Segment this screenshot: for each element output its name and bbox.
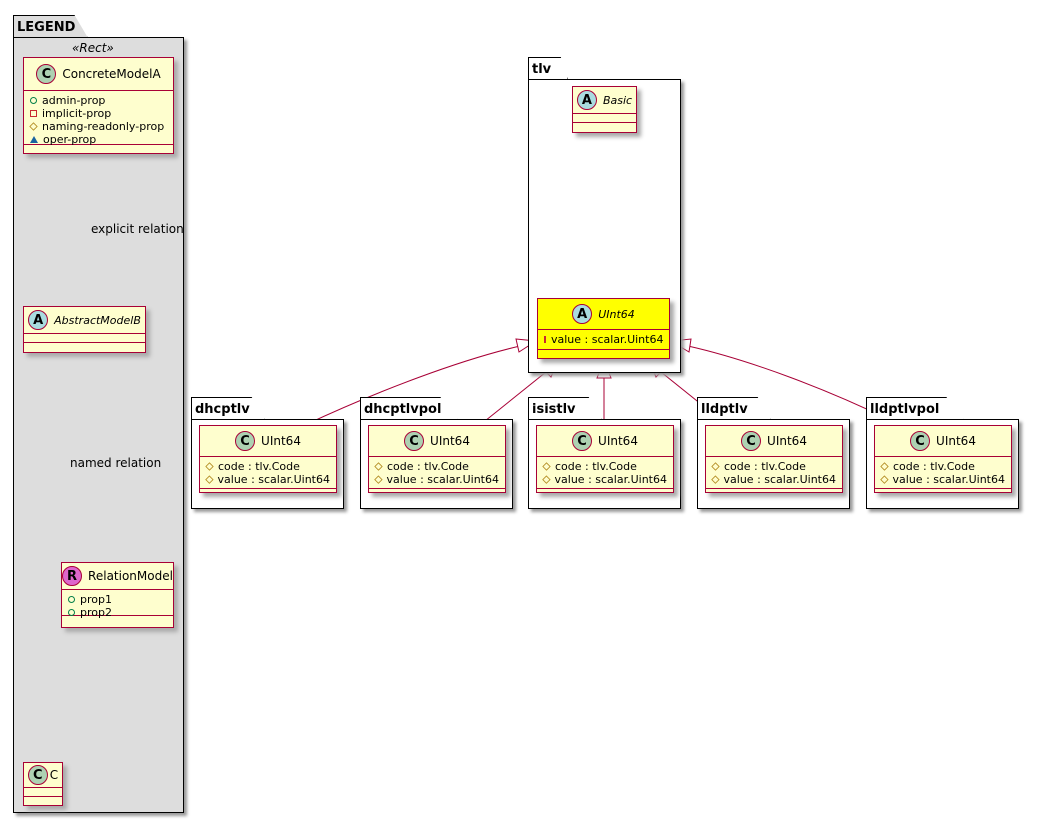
attribute-text: prop1 — [80, 593, 112, 606]
attribute-text: value : scalar.Uint64 — [551, 333, 664, 346]
attribute-text: admin-prop — [42, 94, 106, 107]
attribute-row: code : tlv.Code — [711, 460, 836, 473]
class-name: Basic — [602, 93, 633, 107]
class-icon: C — [910, 431, 931, 451]
class-name: UInt64 — [598, 434, 638, 448]
tlv-package-tab: tlv — [528, 57, 568, 80]
attribute-text: value : scalar.Uint64 — [386, 473, 499, 486]
class-name: UInt64 — [767, 434, 807, 448]
private-visibility-icon — [30, 110, 37, 117]
attribute-text: value : scalar.Uint64 — [892, 473, 1005, 486]
attribute-row: value : scalar.Uint64 — [711, 473, 836, 486]
class-icon: C — [572, 431, 593, 451]
attribute-row: implicit-prop — [30, 107, 167, 120]
attribute-text: code : tlv.Code — [724, 460, 806, 473]
subpackage-tab: lldptlvpol — [866, 397, 964, 420]
class-uint64[interactable]: C UInt64 code : tlv.Code value : scalar.U… — [874, 425, 1012, 493]
class-icon: C — [36, 64, 57, 84]
public-visibility-icon — [68, 609, 75, 616]
explicit-relation-label: explicit relation — [91, 222, 184, 236]
attribute-row: value : scalar.Uint64 — [542, 473, 667, 486]
protected-visibility-icon — [374, 462, 383, 471]
attribute-row: code : tlv.Code — [205, 460, 330, 473]
class-icon: C — [741, 431, 762, 451]
private-visibility-icon — [544, 336, 546, 343]
attribute-row: prop2 — [68, 606, 167, 619]
attribute-row: value : scalar.Uint64 — [880, 473, 1005, 486]
legend-package-body — [13, 37, 184, 813]
attribute-text: value : scalar.Uint64 — [554, 473, 667, 486]
class-name: UInt64 — [261, 434, 301, 448]
relation-class-icon: R — [62, 566, 83, 586]
subpackage-tab: dhcptlvpol — [360, 397, 458, 420]
public-visibility-icon — [68, 596, 75, 603]
package-visibility-icon — [30, 136, 38, 143]
subpackage-tab: dhcptlv — [191, 397, 265, 420]
attribute-row: admin-prop — [30, 94, 167, 107]
class-name: AbstractModelB — [54, 313, 141, 327]
public-visibility-icon — [30, 97, 37, 104]
class-icon: C — [404, 431, 425, 451]
class-uint64[interactable]: C UInt64 code : tlv.Code value : scalar.U… — [705, 425, 843, 493]
named-relation-label: named relation — [70, 456, 162, 470]
protected-visibility-icon — [880, 462, 889, 471]
class-abstract-model-b[interactable]: A AbstractModelB — [23, 306, 146, 353]
protected-visibility-icon — [374, 475, 383, 484]
attribute-row: code : tlv.Code — [542, 460, 667, 473]
attribute-row: value : scalar.Uint64 — [374, 473, 499, 486]
protected-visibility-icon — [205, 462, 214, 471]
class-name: UInt64 — [430, 434, 470, 448]
class-uint64[interactable]: C UInt64 code : tlv.Code value : scalar.U… — [199, 425, 337, 493]
class-icon: C — [235, 431, 256, 451]
attribute-row: oper-prop — [30, 133, 167, 146]
class-uint64[interactable]: C UInt64 code : tlv.Code value : scalar.U… — [536, 425, 674, 493]
attribute-text: oper-prop — [43, 133, 97, 146]
attribute-row: prop1 — [68, 593, 167, 606]
inheritance-dhcptlv-edge — [304, 345, 521, 426]
protected-visibility-icon — [542, 475, 551, 484]
attribute-text: code : tlv.Code — [218, 460, 300, 473]
class-relation-model[interactable]: R RelationModel prop1 prop2 — [61, 562, 174, 628]
protected-visibility-icon — [711, 462, 720, 471]
attribute-row: code : tlv.Code — [374, 460, 499, 473]
class-tlv-uint64[interactable]: A UInt64 value : scalar.Uint64 — [537, 298, 670, 359]
legend-stereotype: «Rect» — [72, 41, 114, 55]
class-icon: C — [27, 765, 48, 785]
protected-visibility-icon — [711, 475, 720, 484]
abstract-class-icon: A — [572, 304, 593, 324]
class-basic[interactable]: A Basic — [572, 86, 637, 133]
class-name: UInt64 — [936, 434, 976, 448]
protected-visibility-icon — [542, 462, 551, 471]
class-name: RelationModel — [88, 569, 173, 583]
attribute-text: code : tlv.Code — [555, 460, 637, 473]
attribute-row: naming-readonly-prop — [29, 120, 167, 133]
abstract-class-icon: A — [576, 90, 597, 110]
abstract-class-icon: A — [28, 310, 49, 330]
protected-visibility-icon — [880, 475, 889, 484]
class-name: C — [49, 768, 59, 782]
attribute-text: implicit-prop — [42, 107, 112, 120]
attribute-text: code : tlv.Code — [387, 460, 469, 473]
attribute-text: value : scalar.Uint64 — [723, 473, 836, 486]
protected-visibility-icon — [205, 475, 214, 484]
attribute-row: value : scalar.Uint64 — [205, 473, 330, 486]
class-uint64[interactable]: C UInt64 code : tlv.Code value : scalar.U… — [368, 425, 506, 493]
attribute-text: code : tlv.Code — [893, 460, 975, 473]
attribute-row: code : tlv.Code — [880, 460, 1005, 473]
attribute-text: value : scalar.Uint64 — [217, 473, 330, 486]
class-concrete-model-a[interactable]: C ConcreteModelA admin-prop implicit-prop… — [23, 57, 174, 154]
inheritance-dhcptlvpol-edge — [479, 371, 547, 426]
class-name: UInt64 — [598, 307, 635, 321]
protected-visibility-icon — [29, 122, 38, 131]
subpackage-tab: lldptlv — [697, 397, 771, 420]
attribute-row: value : scalar.Uint64 — [544, 333, 663, 346]
class-name: ConcreteModelA — [62, 67, 161, 81]
attribute-text: prop2 — [80, 606, 112, 619]
legend-package-tab: LEGEND — [13, 15, 88, 38]
attribute-text: naming-readonly-prop — [42, 120, 165, 133]
